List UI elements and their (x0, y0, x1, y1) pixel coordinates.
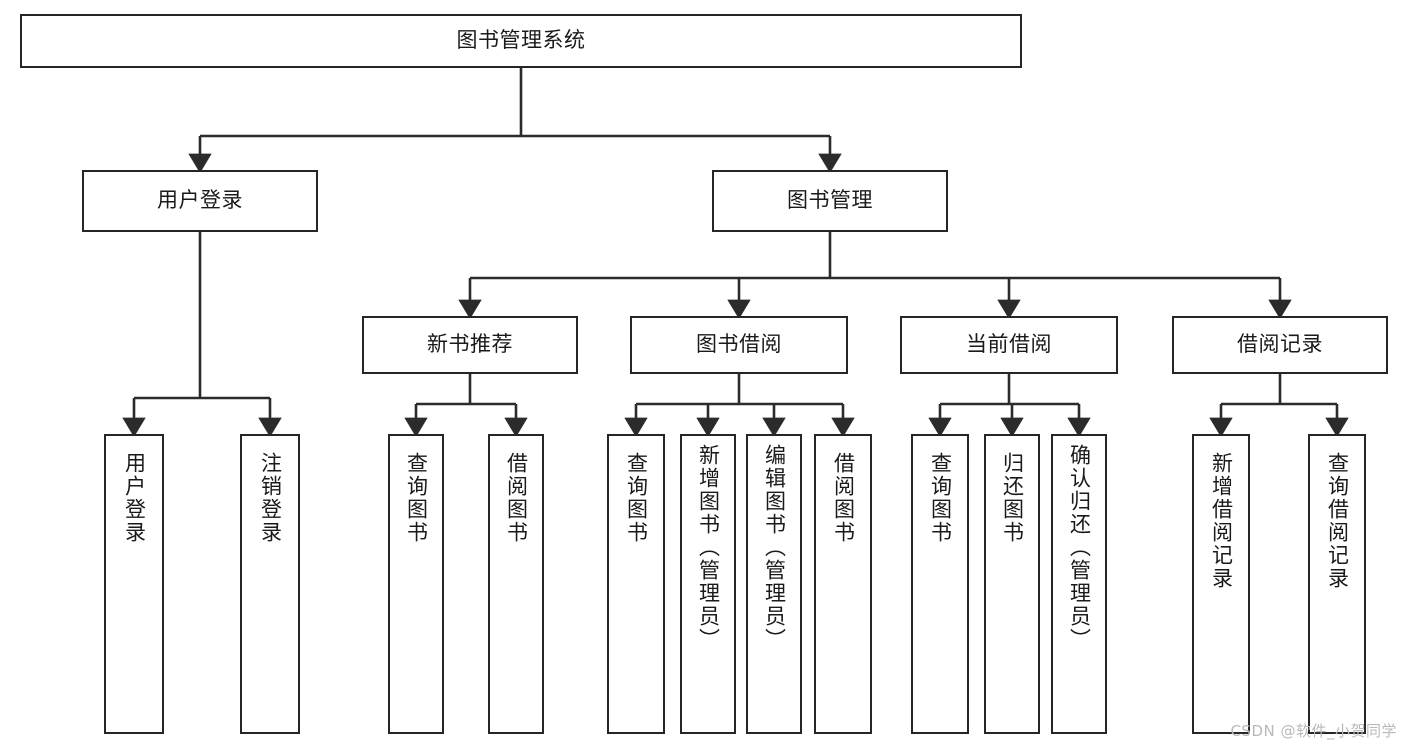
node-leaf-query-book-1-label: 查询图书 (404, 452, 429, 544)
node-leaf-user-login[interactable]: 用户登录 (104, 434, 164, 734)
node-root[interactable]: 图书管理系统 (20, 14, 1022, 68)
node-user-login[interactable]: 用户登录 (82, 170, 318, 232)
node-leaf-query-book-3[interactable]: 查询图书 (911, 434, 969, 734)
node-leaf-logout-label: 注销登录 (258, 452, 283, 544)
node-leaf-add-book-label: 新增图书（管理员） (696, 444, 721, 651)
node-book-manage[interactable]: 图书管理 (712, 170, 948, 232)
node-leaf-query-book-2[interactable]: 查询图书 (607, 434, 665, 734)
node-leaf-query-book-1[interactable]: 查询图书 (388, 434, 444, 734)
node-leaf-query-book-2-label: 查询图书 (624, 452, 649, 544)
node-leaf-user-login-label: 用户登录 (122, 452, 147, 544)
node-leaf-query-record-label: 查询借阅记录 (1325, 452, 1350, 590)
node-book-borrow[interactable]: 图书借阅 (630, 316, 848, 374)
node-leaf-confirm-return-label: 确认归还（管理员） (1067, 444, 1092, 651)
node-leaf-query-book-3-label: 查询图书 (928, 452, 953, 544)
node-current-borrow-label: 当前借阅 (966, 332, 1052, 357)
node-new-book-rec[interactable]: 新书推荐 (362, 316, 578, 374)
node-leaf-borrow-book-1-label: 借阅图书 (504, 452, 529, 544)
node-leaf-edit-book[interactable]: 编辑图书（管理员） (746, 434, 802, 734)
csdn-watermark: CSDN @软件_小贺同学 (1230, 722, 1397, 740)
node-leaf-borrow-book-1[interactable]: 借阅图书 (488, 434, 544, 734)
node-user-login-label: 用户登录 (157, 188, 243, 213)
node-leaf-query-record[interactable]: 查询借阅记录 (1308, 434, 1366, 734)
node-leaf-add-book[interactable]: 新增图书（管理员） (680, 434, 736, 734)
node-book-borrow-label: 图书借阅 (696, 332, 782, 357)
node-borrow-record-label: 借阅记录 (1237, 332, 1323, 357)
node-borrow-record[interactable]: 借阅记录 (1172, 316, 1388, 374)
node-leaf-confirm-return[interactable]: 确认归还（管理员） (1051, 434, 1107, 734)
node-leaf-borrow-book-2-label: 借阅图书 (831, 452, 856, 544)
node-current-borrow[interactable]: 当前借阅 (900, 316, 1118, 374)
node-new-book-rec-label: 新书推荐 (427, 332, 513, 357)
node-leaf-borrow-book-2[interactable]: 借阅图书 (814, 434, 872, 734)
node-leaf-add-record-label: 新增借阅记录 (1209, 452, 1234, 590)
node-root-label: 图书管理系统 (456, 28, 586, 53)
node-leaf-add-record[interactable]: 新增借阅记录 (1192, 434, 1250, 734)
node-leaf-logout[interactable]: 注销登录 (240, 434, 300, 734)
node-book-manage-label: 图书管理 (787, 188, 873, 213)
node-leaf-edit-book-label: 编辑图书（管理员） (762, 444, 787, 651)
node-leaf-return-book[interactable]: 归还图书 (984, 434, 1040, 734)
node-leaf-return-book-label: 归还图书 (1000, 452, 1025, 544)
